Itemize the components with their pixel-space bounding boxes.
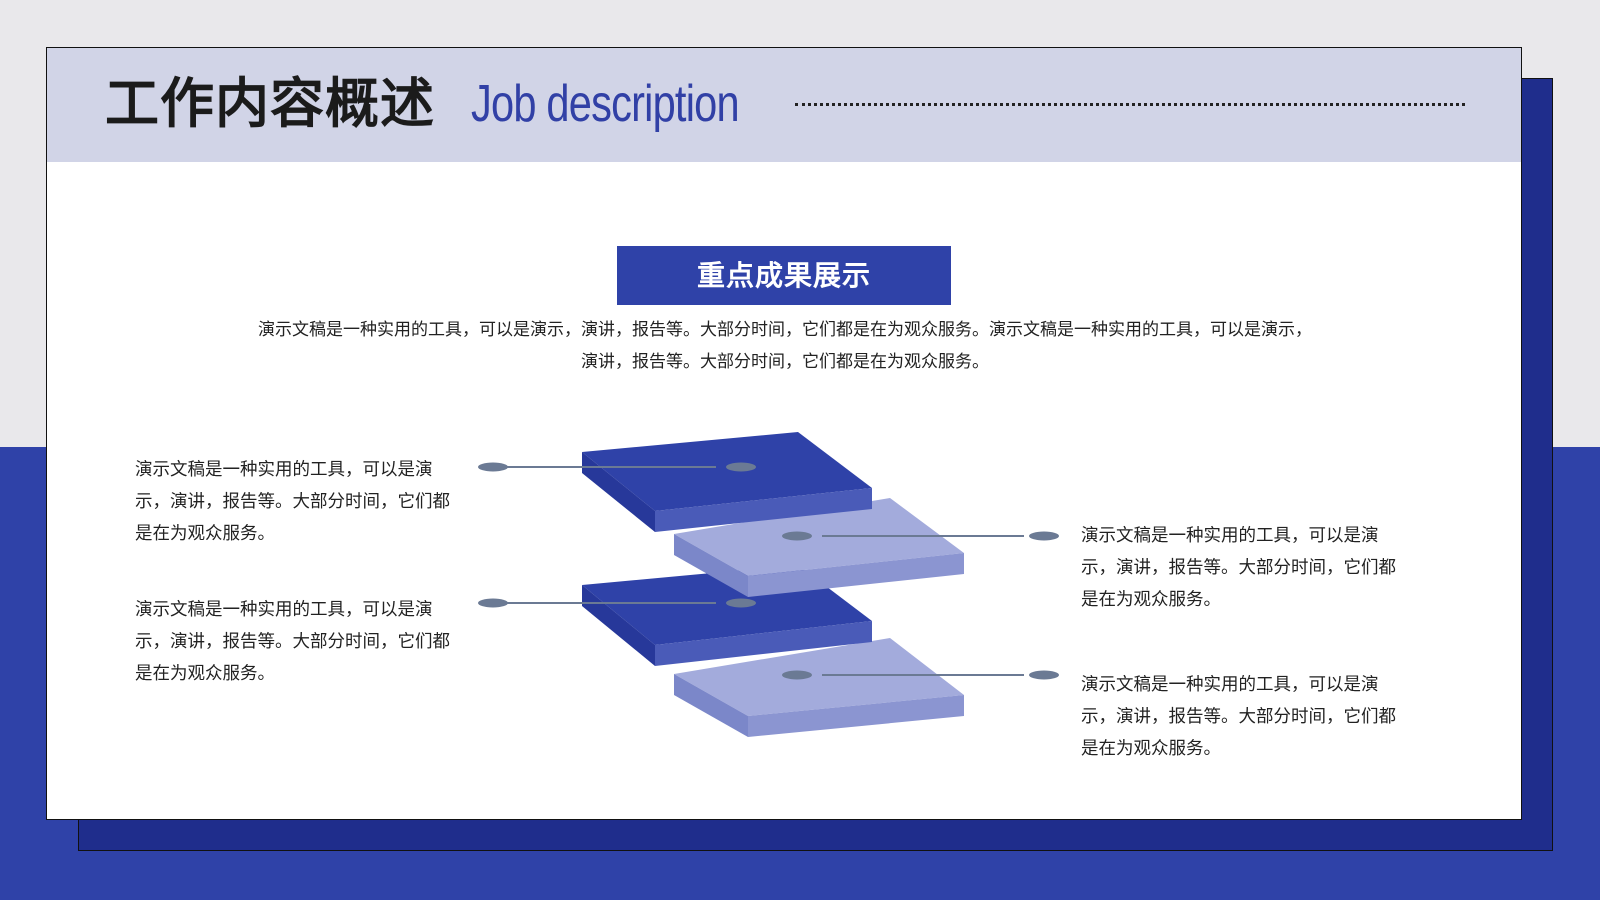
connector-1	[478, 462, 756, 472]
page-title: 工作内容概述	[105, 72, 435, 135]
layer-1	[582, 432, 872, 532]
layer-4	[674, 638, 964, 737]
item-text-4: 演示文稿是一种实用的工具，可以是演示，演讲，报告等。大部分时间，它们都是在为观众…	[1081, 675, 1396, 759]
layer-2	[674, 498, 964, 597]
connector-3	[478, 598, 756, 608]
section-label: 重点成果展示	[617, 246, 951, 305]
item-text-3: 演示文稿是一种实用的工具，可以是演示，演讲，报告等。大部分时间，它们都是在为观众…	[135, 600, 450, 684]
item-text-2: 演示文稿是一种实用的工具，可以是演示，演讲，报告等。大部分时间，它们都是在为观众…	[1081, 526, 1396, 610]
header-band: 工作内容概述 Job description	[47, 48, 1521, 162]
connector-4	[782, 670, 1059, 680]
connector-2	[782, 531, 1059, 541]
intro-paragraph: 演示文稿是一种实用的工具，可以是演示，演讲，报告等。大部分时间，它们都是在为观众…	[258, 320, 1312, 372]
header-divider	[795, 103, 1465, 106]
slide-card: 工作内容概述 Job description 重点成果展示 演示文稿是一种实用的…	[46, 47, 1522, 820]
layered-illustration	[478, 432, 1059, 737]
page-subtitle: Job description	[471, 75, 740, 133]
item-text-1: 演示文稿是一种实用的工具，可以是演示，演讲，报告等。大部分时间，它们都是在为观众…	[135, 460, 450, 544]
